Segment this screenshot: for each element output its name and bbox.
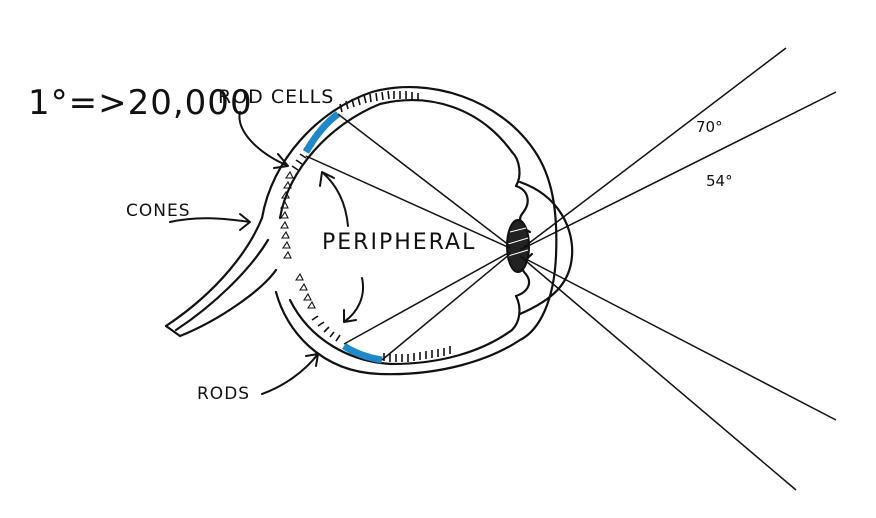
ray-internal-3: [343, 251, 511, 345]
optic-nerve-lower: [178, 268, 278, 338]
light-rays: [305, 47, 837, 491]
eyeball-outline: [260, 85, 558, 376]
peripheral-arrow-up: [319, 171, 349, 227]
ciliary-upper: [510, 150, 521, 188]
angle-70-label: 70°: [696, 118, 723, 136]
rod-cells-label: ROD CELLS: [218, 86, 335, 108]
eyeball-inner-wall: [278, 99, 514, 220]
eyeball-inner-wall-lower: [288, 298, 514, 366]
ray-internal-2: [305, 155, 511, 249]
ciliary-lower: [510, 294, 521, 332]
peripheral-arrow-down: [343, 277, 364, 323]
optic-nerve-middle: [174, 238, 270, 332]
scale-label: 1°=>20,000: [28, 83, 253, 123]
peripheral-label: PERIPHERAL: [322, 230, 477, 255]
rods-label: RODS: [197, 384, 251, 404]
optic-nerve-upper: [164, 216, 264, 328]
retina-cones: [279, 170, 316, 309]
cones-label: CONES: [126, 201, 191, 221]
peripheral-highlight-lower: [342, 343, 383, 364]
retina-rods-lower: [311, 315, 451, 362]
ray-outer-top: [519, 47, 787, 251]
ray-inner-top: [519, 91, 837, 251]
optic-nerve-end: [164, 324, 182, 338]
peripheral-highlight-upper: [302, 111, 341, 154]
angle-54-label: 54°: [706, 172, 733, 190]
ray-outer-bottom: [519, 255, 797, 491]
cornea: [518, 180, 574, 316]
cones-arrow: [169, 213, 251, 231]
ray-internal-1: [337, 113, 511, 247]
rod-cells-arrow: [238, 111, 289, 169]
peripheral-highlight: [302, 111, 383, 364]
ray-inner-bottom: [519, 255, 837, 421]
rods-arrow: [261, 353, 319, 395]
retina-rods-upper: [291, 90, 419, 171]
ray-internal-4: [381, 253, 511, 361]
